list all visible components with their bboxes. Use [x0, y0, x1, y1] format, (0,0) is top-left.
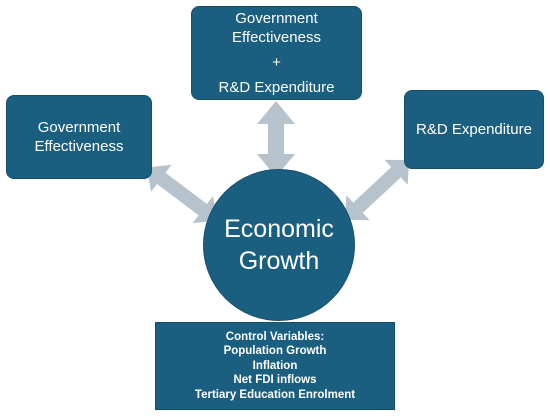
control-variable-item: Population Growth	[223, 345, 327, 358]
node-govt-effectiveness-plus-rd: Government Effectiveness + R&D Expenditu…	[191, 6, 362, 100]
node-rd-expenditure: R&D Expenditure	[404, 90, 544, 169]
node-text: Growth	[238, 247, 320, 275]
control-variable-item: Net FDI inflows	[233, 374, 317, 387]
node-economic-growth: Economic Growth	[203, 169, 355, 321]
node-govt-effectiveness: Government Effectiveness	[6, 95, 152, 179]
node-text: Economic	[224, 215, 334, 243]
node-text: Government	[235, 10, 318, 27]
node-plus-sign: +	[272, 54, 281, 71]
double-arrow-left	[146, 164, 218, 224]
node-text: Effectiveness	[232, 29, 321, 46]
double-arrow-top	[257, 101, 295, 177]
node-text: Government	[37, 119, 121, 136]
node-control-variables: Control Variables: Population Growth Inf…	[155, 322, 395, 410]
control-variable-item: Inflation	[252, 359, 298, 372]
control-variables-title: Control Variables:	[225, 330, 325, 343]
node-text: Effectiveness	[34, 138, 124, 155]
node-text: R&D Expenditure	[416, 121, 532, 138]
control-variable-item: Tertiary Education Enrolment	[194, 388, 356, 401]
node-text: R&D Expenditure	[218, 79, 335, 96]
double-arrow-right	[344, 159, 410, 221]
